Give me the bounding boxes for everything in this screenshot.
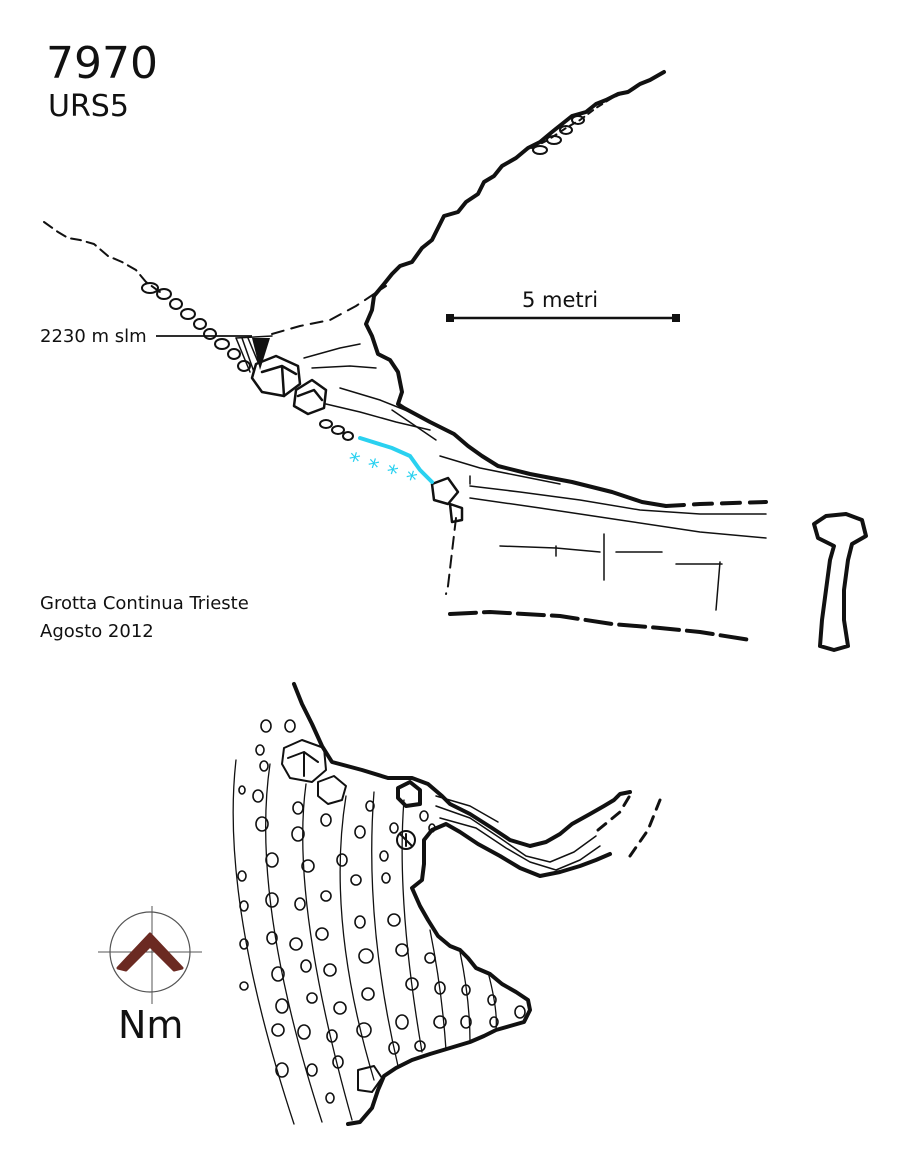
cave-number: 7970 [46,38,158,89]
profile-lower-wall [445,517,457,595]
plan-wall-dashed [596,790,662,858]
credit-author: Grotta Continua Trieste [40,593,249,614]
profile-surface-left [43,221,161,293]
cross-section-shape [812,512,868,652]
cave-code: URS5 [48,89,129,124]
plan-boulders [281,739,422,1093]
profile-pebbles [141,115,585,441]
credits: Grotta Continua Trieste Agosto 2012 [40,590,249,646]
profile-entrance-roof [271,285,387,335]
profile-entrance-hatching [235,335,273,373]
profile-ceiling-dashed [664,500,768,508]
scale-bar [446,314,680,322]
north-label: Nm [118,1003,184,1047]
plan-wall-upper [292,682,632,848]
altitude-label: 2230 m slm [40,326,147,347]
north-arrow-icon [98,906,202,1004]
plan-passage-lines [435,795,601,871]
entrance-wedge [252,338,270,370]
profile-boulders [250,354,464,524]
profile-section [43,70,868,652]
profile-floor-layers [303,343,767,611]
plan-contours [232,759,497,1125]
water-line [358,436,434,484]
plan-stones [237,719,526,1104]
credit-date: Agosto 2012 [40,621,154,642]
plan-view [232,682,662,1126]
plan-wall-lower [346,822,612,1126]
scale-label: 5 metri [522,288,599,312]
profile-ceiling [364,70,668,508]
profile-floor-bottom [448,610,752,642]
profile-surface-right [531,79,649,149]
